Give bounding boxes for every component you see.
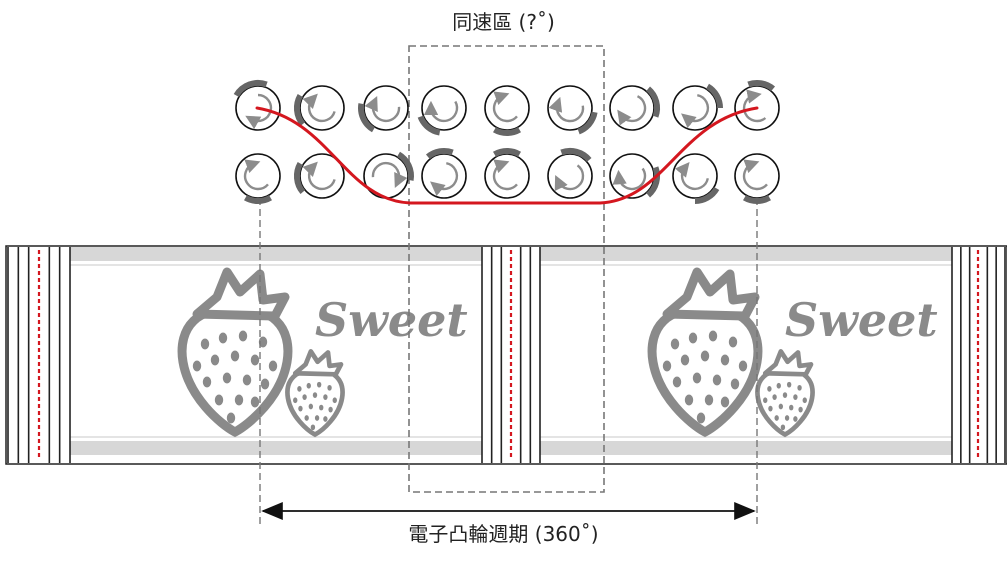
roller-bottom-2	[293, 153, 345, 199]
film-top-band-1	[70, 247, 482, 261]
roller-bottom-7	[609, 153, 661, 199]
roller-top-8	[672, 83, 724, 131]
printed-pattern-2: Sweet	[647, 267, 938, 438]
cam-mark	[747, 79, 776, 92]
rotation-arrow-icon	[612, 167, 647, 191]
roller-bottom-5	[484, 148, 530, 199]
roller-bottom-4	[421, 147, 467, 199]
roller-top-2	[293, 85, 345, 131]
rotation-arrow-icon	[742, 89, 767, 123]
rotation-arrow-icon	[492, 91, 518, 123]
roller-bottom-6	[547, 147, 593, 199]
rotation-arrow-icon	[423, 100, 459, 123]
cam-mark	[694, 186, 720, 205]
rotation-arrow-icon	[742, 159, 768, 191]
sync-zone-label: 同速區 (?˚)	[452, 10, 555, 34]
strawberry-small-icon	[755, 349, 815, 438]
seal-zones	[7, 247, 1006, 463]
cam-mark	[244, 195, 272, 204]
cam-mark	[493, 148, 521, 157]
strawberry-large-icon	[647, 267, 763, 438]
roller-top-7	[609, 85, 661, 131]
roller-top-6	[547, 85, 598, 135]
film-bottom-band-2	[540, 441, 952, 455]
sweet-print-text: Sweet	[785, 293, 938, 347]
rotation-arrow-icon	[492, 159, 518, 191]
rotation-arrow-icon	[674, 162, 709, 191]
cam-mark	[293, 161, 306, 195]
cam-mark	[417, 115, 441, 136]
roller-top-3	[358, 85, 409, 133]
rotation-arrow-icon	[302, 161, 336, 191]
roller-top-1	[233, 79, 281, 131]
roller-top-9	[734, 79, 780, 131]
printed-pattern-1: Sweet	[177, 267, 468, 438]
cam-mark	[293, 93, 306, 127]
cam-mark	[358, 103, 376, 133]
cam-mark	[233, 79, 268, 98]
roller-bottom-3	[363, 151, 414, 199]
roller-bottom-9	[734, 153, 780, 204]
rotation-arrow-icon	[554, 164, 585, 192]
cam-mark	[705, 83, 724, 109]
roller-bottom-8	[672, 153, 720, 205]
sync-zone-box	[408, 45, 605, 493]
cam-mark	[646, 166, 661, 198]
cam-mark	[646, 86, 661, 118]
roller-top-5	[484, 85, 530, 136]
seal-zone-right	[951, 247, 1006, 463]
rotation-arrow-icon	[302, 93, 336, 123]
sweet-print-text: Sweet	[315, 293, 468, 347]
strawberry-small-icon	[285, 349, 345, 438]
rotation-arrow-icon	[371, 161, 408, 189]
rotation-arrow-icon	[430, 162, 459, 197]
roller-bottom-1	[235, 153, 281, 204]
printed-patterns: Sweet Sweet	[177, 267, 938, 438]
film-top-band-2	[540, 247, 952, 261]
cam-mark	[425, 147, 454, 160]
cam-mark	[493, 127, 521, 136]
cam-mark	[743, 195, 771, 204]
cam-mark	[577, 111, 598, 135]
cam-motion-curve	[255, 106, 759, 205]
seal-zone-left	[7, 247, 71, 463]
roller-top-4	[417, 85, 467, 136]
strawberry-large-icon	[177, 267, 293, 438]
seal-zone-middle	[481, 247, 541, 463]
film-bottom-band-1	[70, 441, 482, 455]
rotation-arrow-icon	[548, 96, 585, 123]
rotation-arrow-icon	[681, 94, 710, 129]
rotation-arrow-icon	[364, 95, 401, 123]
cam-mark	[560, 147, 592, 162]
rotation-arrow-icon	[617, 95, 647, 126]
cam-cycle-label: 電子凸輪週期 (360˚)	[408, 522, 599, 546]
rotation-arrow-icon	[243, 159, 269, 191]
cam-mark	[396, 151, 414, 181]
